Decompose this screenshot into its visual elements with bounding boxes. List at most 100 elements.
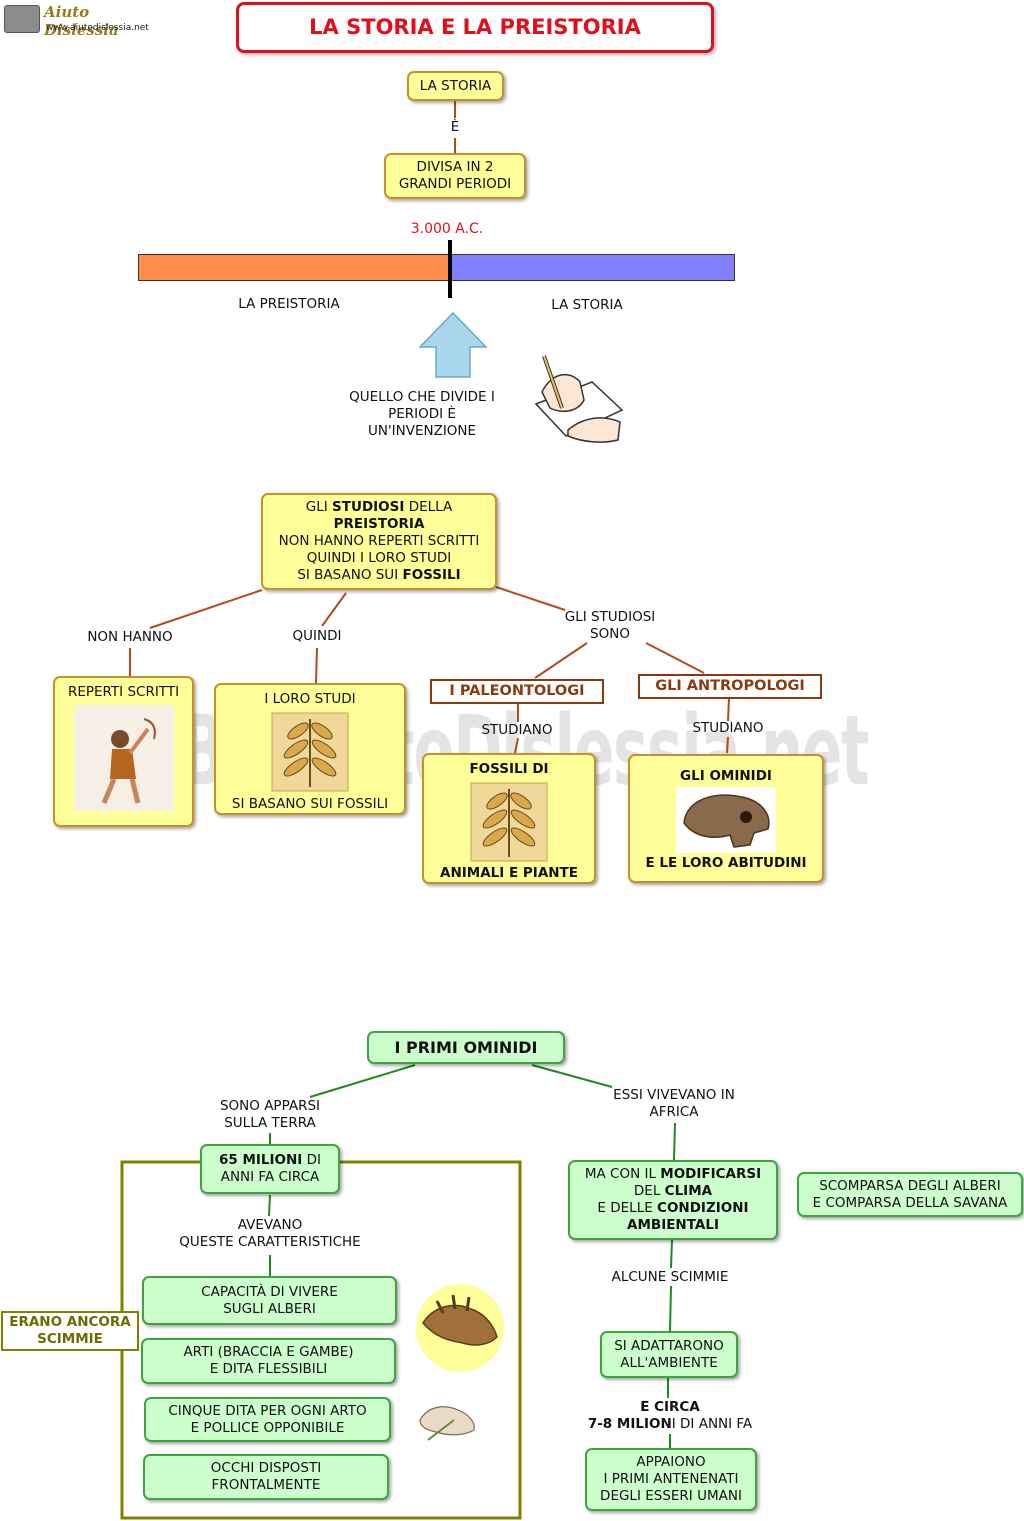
node-divisa-line1: DIVISA IN 2 — [416, 159, 494, 175]
node-reperti-scritti: REPERTI SCRITTI — [53, 676, 194, 827]
ape-foot-icon — [419, 1406, 475, 1441]
label-studiano-2: STUDIANO — [692, 720, 764, 736]
studiosi-line5: SI BASANO SUI FOSSILI — [297, 567, 461, 583]
logo-brand: Aiuto Dislessia — [44, 3, 119, 39]
circa-line1: E CIRCA — [640, 1399, 700, 1415]
node-la-storia-text: LA STORIA — [419, 77, 492, 94]
node-fossili: FOSSILI DI ANIMALI E PIANTE — [422, 753, 596, 884]
label-storia-period: LA STORIA — [551, 297, 623, 313]
invention-line1: QUELLO CHE DIVIDE I — [349, 389, 495, 405]
node-clima: MA CON IL MODIFICARSI DEL CLIMA E DELLE … — [568, 1160, 778, 1240]
char-alberi-line2: SUGLI ALBERI — [223, 1300, 316, 1317]
node-loro-studi: I LORO STUDI SI BASANO SUI FOSSILI — [214, 683, 406, 815]
ominidi-bottom: E LE LORO ABITUDINI — [645, 855, 807, 871]
node-char-alberi: CAPACITÀ DI VIVERE SUGLI ALBERI — [142, 1276, 397, 1325]
essi-vivevano-line1: ESSI VIVEVANO IN — [613, 1087, 735, 1103]
adattarono-line2: ALL'AMBIENTE — [620, 1354, 718, 1371]
label-gli-studiosi-sono: GLI STUDIOSI SONO — [540, 609, 680, 643]
label-preistoria: LA PREISTORIA — [238, 296, 340, 312]
node-ominidi: GLI OMINIDI E LE LORO ABITUDINI — [628, 754, 824, 883]
node-65-milioni: 65 MILIONI DI ANNI FA CIRCA — [200, 1144, 340, 1194]
avevano-line2: QUESTE CARATTERISTICHE — [179, 1234, 361, 1250]
invention-line3: UN'INVENZIONE — [367, 423, 477, 439]
char-dita-line2: E POLLICE OPPONIBILE — [190, 1419, 345, 1436]
clima-line1: MA CON IL MODIFICARSI — [584, 1166, 762, 1182]
node-scomparsa: SCOMPARSA DEGLI ALBERI E COMPARSA DELLA … — [797, 1172, 1023, 1217]
logo: Aiuto Dislessia www.aiutodislessia.net — [2, 2, 152, 39]
label-studiano-1: STUDIANO — [481, 722, 553, 738]
paleontologi-text: I PALEONTOLOGI — [449, 683, 585, 699]
node-erano-scimmie: ERANO ANCORA SCIMMIE — [1, 1311, 139, 1351]
node-divisa: DIVISA IN 2 GRANDI PERIODI — [384, 153, 526, 199]
node-divisa-line2: GRANDI PERIODI — [398, 176, 512, 192]
char-dita-line1: CINQUE DITA PER OGNI ARTO — [168, 1402, 367, 1419]
appaiono-line3: DEGLI ESSERI UMANI — [600, 1488, 742, 1504]
invention-line2: PERIODI È — [388, 406, 456, 422]
char-alberi-line1: CAPACITÀ DI VIVERE — [201, 1283, 338, 1300]
node-char-occhi: OCCHI DISPOSTI FRONTALMENTE — [143, 1454, 389, 1500]
label-non-hanno: NON HANNO — [87, 629, 173, 645]
adattarono-line1: SI ADATTARONO — [614, 1337, 724, 1354]
node-char-arti: ARTI (BRACCIA E GAMBE) E DITA FLESSIBILI — [141, 1338, 396, 1384]
char-occhi-line2: FRONTALMENTE — [211, 1477, 321, 1493]
erano-line1: ERANO ANCORA — [9, 1314, 131, 1330]
primi-ominidi-text: I PRIMI OMINIDI — [394, 1038, 538, 1057]
studiosi-line4: QUINDI I LORO STUDI — [306, 550, 452, 566]
label-e: È — [450, 119, 460, 135]
timeline-divider — [448, 240, 452, 298]
milioni-line2: ANNI FA CIRCA — [220, 1169, 320, 1185]
page-title: LA STORIA E LA PREISTORIA — [236, 2, 714, 53]
label-e-circa: E CIRCA 7-8 MILIONI DI ANNI FA — [560, 1399, 780, 1433]
node-paleontologi: I PALEONTOLOGI — [430, 679, 604, 704]
fossili-top: FOSSILI DI — [469, 761, 549, 777]
clima-line4: AMBIENTALI — [627, 1217, 719, 1233]
avevano-line1: AVEVANO — [237, 1217, 303, 1233]
node-char-dita: CINQUE DITA PER OGNI ARTO E POLLICE OPPO… — [144, 1397, 391, 1442]
label-sono-apparsi: SONO APPARSI SULLA TERRA — [195, 1098, 345, 1132]
gli-studiosi-line2: SONO — [590, 626, 630, 642]
logo-book-icon — [4, 5, 40, 33]
caveman-painting-icon — [73, 705, 174, 811]
reperti-text: REPERTI SCRITTI — [67, 684, 180, 700]
date-label: 3.000 A.C. — [410, 221, 484, 237]
node-la-storia: LA STORIA — [407, 71, 504, 101]
clima-line3: E DELLE CONDIZIONI — [597, 1200, 749, 1216]
timeline-storia-segment — [451, 255, 734, 280]
milioni-line1: 65 MILIONI DI — [218, 1152, 322, 1168]
erano-line2: SCIMMIE — [37, 1331, 103, 1347]
fossil-leaf-icon — [271, 712, 349, 792]
page-title-text: LA STORIA E LA PREISTORIA — [309, 15, 641, 39]
node-antropologi: GLI ANTROPOLOGI — [638, 674, 822, 699]
studiosi-line1: GLI STUDIOSI DELLA — [305, 499, 453, 515]
node-appaiono: APPAIONO I PRIMI ANTENENATI DEGLI ESSERI… — [585, 1448, 757, 1511]
label-avevano: AVEVANO QUESTE CARATTERISTICHE — [150, 1217, 390, 1251]
writing-hand-icon — [534, 355, 624, 443]
logo-url: www.aiutodislessia.net — [46, 23, 149, 33]
invention-text: QUELLO CHE DIVIDE I PERIODI È UN'INVENZI… — [336, 389, 508, 440]
label-essi-vivevano: ESSI VIVEVANO IN AFRICA — [594, 1087, 754, 1121]
scomparsa-line2: E COMPARSA DELLA SAVANA — [812, 1194, 1008, 1211]
circa-line2: 7-8 MILIONI DI ANNI FA — [587, 1416, 753, 1432]
node-primi-ominidi: I PRIMI OMINIDI — [367, 1031, 565, 1064]
ominidi-top: GLI OMINIDI — [680, 768, 772, 784]
gli-studiosi-line1: GLI STUDIOSI — [564, 609, 656, 625]
char-occhi-line1: OCCHI DISPOSTI — [210, 1460, 322, 1476]
timeline-preistoria-segment — [139, 255, 451, 280]
fossili-bottom: ANIMALI E PIANTE — [440, 865, 578, 881]
node-adattarono: SI ADATTARONO ALL'AMBIENTE — [600, 1331, 738, 1378]
skull-icon — [676, 787, 776, 853]
char-arti-line1: ARTI (BRACCIA E GAMBE) — [183, 1344, 354, 1360]
appaiono-line2: I PRIMI ANTENENATI — [603, 1471, 739, 1487]
loro-studi-bottom: SI BASANO SUI FOSSILI — [231, 796, 389, 812]
antropologi-text: GLI ANTROPOLOGI — [655, 678, 805, 694]
sono-apparsi-line2: SULLA TERRA — [224, 1115, 316, 1131]
appaiono-line1: APPAIONO — [636, 1454, 706, 1470]
ape-hand-icon — [416, 1284, 504, 1372]
fossil-leaf-icon-2 — [470, 782, 548, 862]
timeline-bar — [138, 254, 735, 281]
sono-apparsi-line1: SONO APPARSI — [219, 1098, 321, 1114]
label-quindi: QUINDI — [292, 628, 342, 644]
up-arrow-icon — [418, 311, 488, 378]
clima-line2: DEL CLIMA — [633, 1183, 713, 1199]
essi-vivevano-line2: AFRICA — [649, 1104, 699, 1120]
